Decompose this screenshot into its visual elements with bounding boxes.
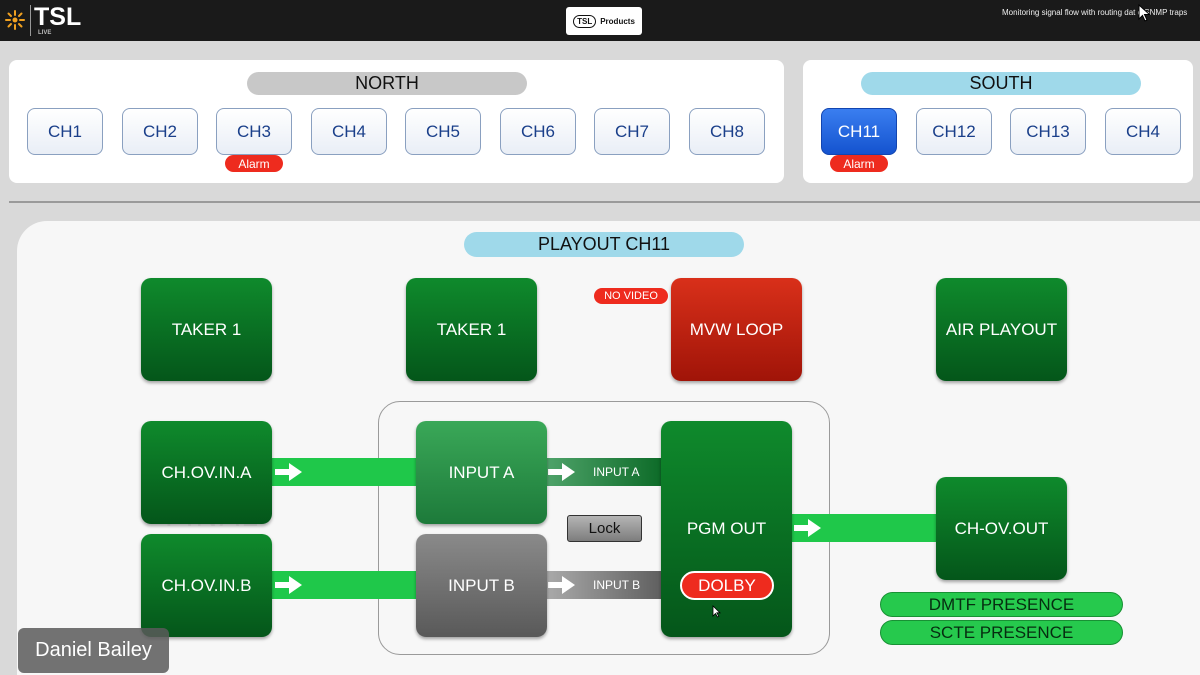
node-input-b[interactable]: INPUT B — [416, 534, 547, 637]
arrow-right-icon — [275, 576, 302, 594]
dmtf-presence-indicator: DMTF PRESENCE — [880, 592, 1123, 617]
tsl-spark-icon — [5, 10, 25, 30]
channel-button-ch4-south[interactable]: CH4 — [1105, 108, 1181, 155]
arrow-right-icon — [548, 463, 575, 481]
input-a-bar-label: INPUT A — [593, 465, 640, 479]
south-group-title: SOUTH — [861, 72, 1141, 95]
section-divider — [9, 201, 1200, 203]
node-taker-1-b[interactable]: TAKER 1 — [406, 278, 537, 381]
node-ch-ov-out[interactable]: CH-OV.OUT — [936, 477, 1067, 580]
north-group-panel: NORTH CH1 CH2 CH3 CH4 CH5 CH6 CH7 CH8 Al… — [9, 60, 784, 183]
node-ch-ov-in-b[interactable]: CH.OV.IN.B — [141, 534, 272, 637]
alarm-badge-ch3: Alarm — [225, 155, 283, 172]
arrow-right-icon — [548, 576, 575, 594]
dolby-badge[interactable]: DOLBY — [680, 571, 774, 600]
node-pgm-out[interactable]: PGM OUT — [661, 421, 792, 637]
top-bar: TSL LIVE TSL Products Monitoring signal … — [0, 0, 1200, 41]
tsl-logo-subtext: LIVE — [38, 30, 52, 36]
playout-title: PLAYOUT CH11 — [464, 232, 744, 257]
node-taker-1-a[interactable]: TAKER 1 — [141, 278, 272, 381]
channel-button-ch8[interactable]: CH8 — [689, 108, 765, 155]
lock-button[interactable]: Lock — [567, 515, 642, 542]
logo-divider — [30, 5, 31, 36]
channel-button-ch3[interactable]: CH3 — [216, 108, 292, 155]
channel-button-ch13[interactable]: CH13 — [1010, 108, 1086, 155]
no-video-badge: NO VIDEO — [594, 288, 668, 304]
presenter-name-tag: Daniel Bailey — [18, 628, 169, 673]
south-group-panel: SOUTH CH11 CH12 CH13 CH4 Alarm — [803, 60, 1193, 183]
node-ch-ov-in-a[interactable]: CH.OV.IN.A — [141, 421, 272, 524]
channel-button-ch4[interactable]: CH4 — [311, 108, 387, 155]
products-label: Products — [600, 16, 635, 26]
tsl-logo-text: TSL — [34, 3, 82, 31]
mouse-pointer-icon — [712, 605, 721, 618]
channel-button-ch11[interactable]: CH11 — [821, 108, 897, 155]
channel-button-ch5[interactable]: CH5 — [405, 108, 481, 155]
arrow-right-icon — [794, 519, 821, 537]
tsl-products-logo: TSL Products — [566, 7, 642, 35]
node-air-playout[interactable]: AIR PLAYOUT — [936, 278, 1067, 381]
node-input-a[interactable]: INPUT A — [416, 421, 547, 524]
channel-button-ch7[interactable]: CH7 — [594, 108, 670, 155]
arrow-right-icon — [275, 463, 302, 481]
alarm-badge-ch11: Alarm — [830, 155, 888, 172]
mouse-pointer-icon — [1138, 4, 1151, 22]
channel-button-ch12[interactable]: CH12 — [916, 108, 992, 155]
scte-presence-indicator: SCTE PRESENCE — [880, 620, 1123, 645]
node-mvw-loop[interactable]: MVW LOOP — [671, 278, 802, 381]
channel-button-ch1[interactable]: CH1 — [27, 108, 103, 155]
channel-button-ch2[interactable]: CH2 — [122, 108, 198, 155]
input-b-bar-label: INPUT B — [593, 578, 641, 592]
channel-button-ch6[interactable]: CH6 — [500, 108, 576, 155]
video-caption: Monitoring signal flow with routing dat … — [1002, 8, 1188, 17]
products-mini-logo: TSL — [573, 14, 597, 28]
north-group-title: NORTH — [247, 72, 527, 95]
